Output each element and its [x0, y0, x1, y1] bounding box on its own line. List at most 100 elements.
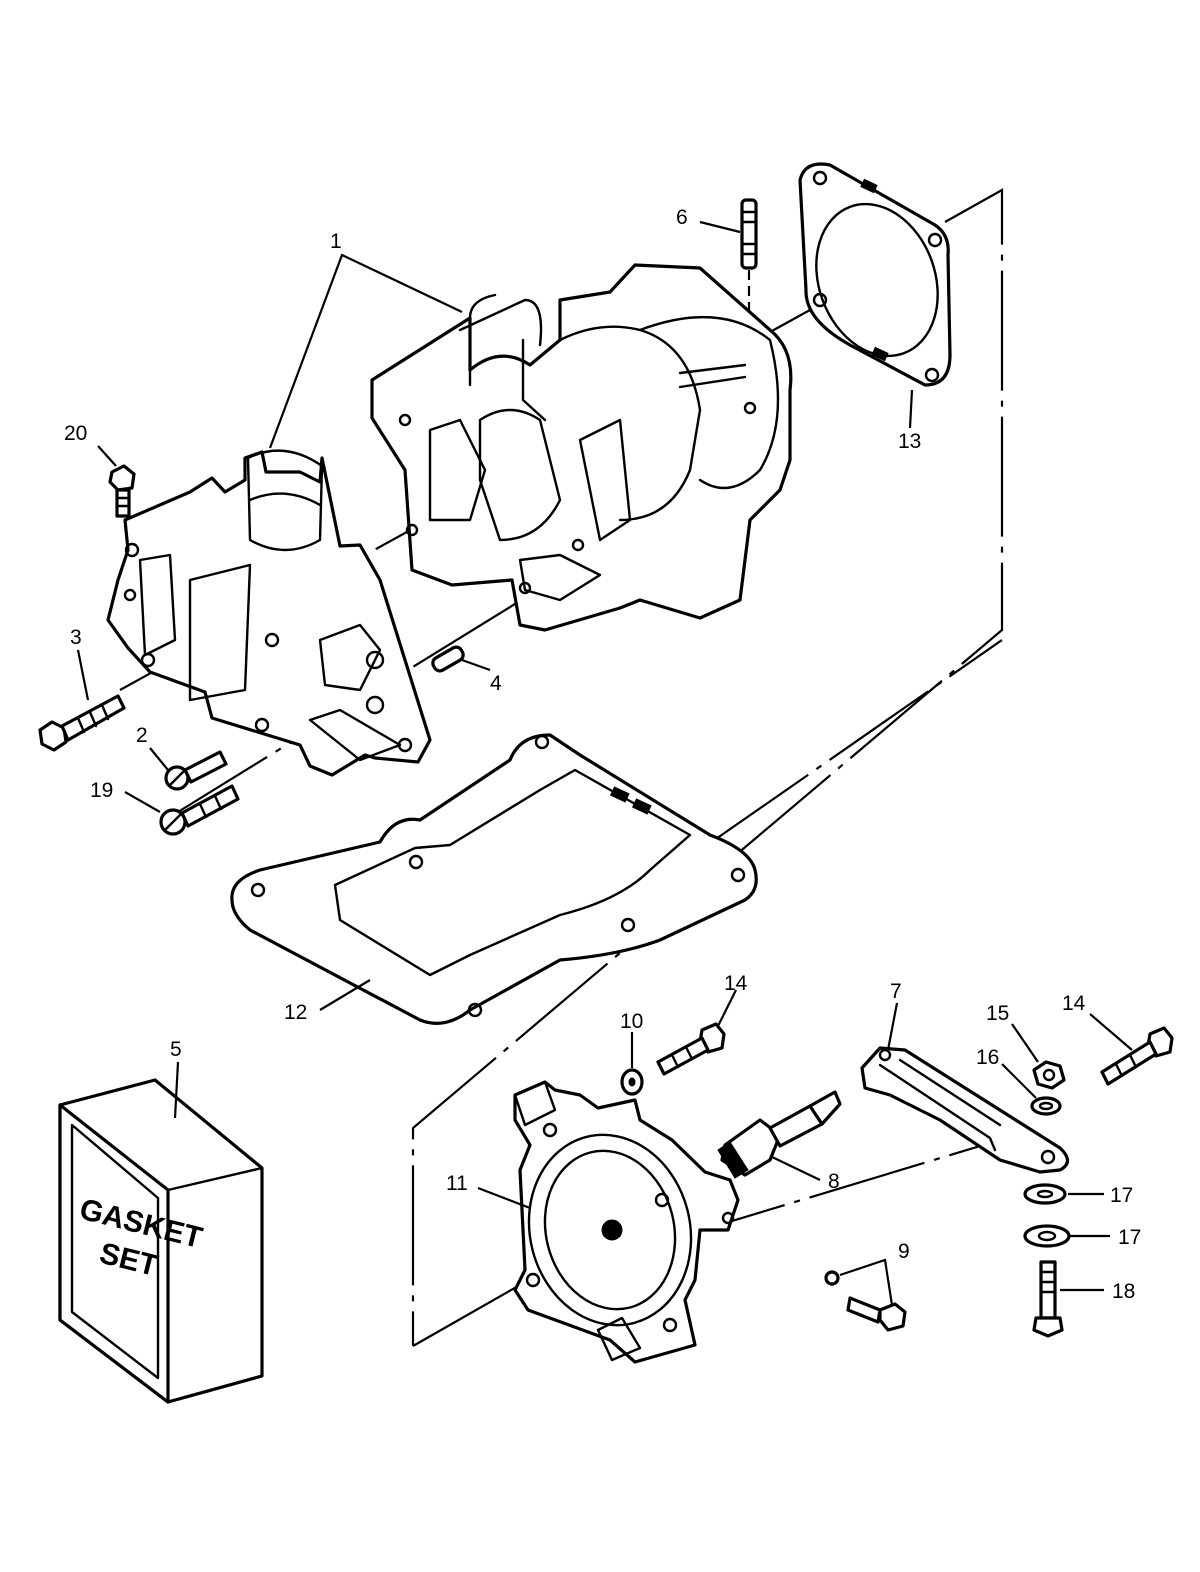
crankcase-hole — [140, 652, 156, 668]
block-bearing-web — [468, 316, 547, 422]
crankcase-hole — [397, 737, 413, 753]
gasket-tab — [871, 346, 889, 362]
base-gasket-opening — [333, 768, 692, 977]
nut-15-bore — [1042, 1068, 1056, 1082]
crankcase-boss — [318, 623, 382, 692]
bracket-hole — [1040, 1149, 1056, 1165]
dowel-pin-part — [431, 645, 465, 673]
screw-2-slot — [168, 769, 186, 787]
block-fin — [678, 375, 747, 389]
leader-3 — [76, 649, 90, 701]
base-gasket-hole — [620, 917, 636, 933]
base-gasket-hole — [534, 734, 550, 750]
bolt-3-part — [38, 694, 126, 752]
base-gasket-outline — [230, 733, 758, 1025]
bolt-18-shank — [1039, 1260, 1057, 1320]
bolt-14-right-thread — [1128, 1053, 1138, 1069]
callout-5: 5 — [170, 1038, 182, 1061]
base-gasket-hole — [467, 1002, 483, 1018]
cover-ear-bottom — [596, 1316, 642, 1362]
crankcase-port-left — [138, 553, 177, 657]
leader-13 — [908, 389, 914, 429]
bolt-3-head — [38, 720, 68, 752]
sender-terminal — [808, 1090, 842, 1126]
callout-11: 11 — [446, 1172, 468, 1195]
bolt-14-right-shank — [1100, 1040, 1158, 1086]
bolt-3-thread — [100, 703, 110, 721]
cover-hole — [542, 1122, 558, 1138]
crankcase-hole — [123, 588, 137, 602]
leader-lines — [76, 220, 1133, 1306]
washer-10-part — [620, 1068, 644, 1096]
screw-19-thread — [213, 794, 223, 811]
leader-14a — [717, 989, 737, 1027]
callout-14a: 14 — [724, 972, 748, 995]
crankcase-hole — [365, 650, 385, 670]
leader-4 — [461, 658, 491, 672]
screw-9-lockwasher — [824, 1270, 840, 1286]
washer-17-upper-bore — [1036, 1189, 1054, 1199]
end-cover-part — [513, 1080, 740, 1364]
callout-20: 20 — [64, 422, 87, 445]
cover-outline — [513, 1080, 740, 1364]
washer-17-upper — [1023, 1183, 1067, 1205]
cylinder-block-part — [370, 263, 793, 632]
bolt-14-left-thread — [670, 1053, 680, 1069]
callout-12: 12 — [284, 1001, 307, 1024]
callout-13: 13 — [898, 430, 921, 453]
gasket-outline — [798, 162, 952, 387]
screw-20-part — [108, 464, 136, 518]
nut-15-part — [1032, 1060, 1066, 1090]
screw-9-part — [824, 1270, 907, 1332]
stud-body — [740, 198, 758, 270]
bolt-14-left-thread — [684, 1045, 694, 1061]
screw-19-part — [159, 784, 240, 836]
bolt-3-thread — [88, 710, 98, 728]
callout-6: 6 — [676, 206, 688, 229]
bracket-part — [860, 1046, 1070, 1174]
crankcase-part — [106, 449, 432, 777]
lockwasher-16-bore — [1038, 1101, 1054, 1111]
leader-5 — [173, 1061, 180, 1119]
callout-3: 3 — [70, 626, 82, 649]
base-gasket-part — [230, 733, 758, 1025]
callout-17a: 17 — [1110, 1184, 1133, 1207]
leader-6 — [699, 220, 741, 234]
block-port — [428, 418, 487, 522]
screw-2-part — [164, 750, 228, 791]
block-hole — [518, 581, 532, 595]
base-gasket-tab — [631, 798, 652, 815]
bracket-hole — [878, 1048, 892, 1062]
leader-15 — [1011, 1023, 1039, 1063]
block-flange — [518, 553, 602, 602]
leader-16 — [1001, 1063, 1037, 1099]
dowel-pin — [431, 645, 465, 673]
temp-sender-part — [717, 1090, 842, 1179]
leader-9 — [839, 1258, 894, 1306]
washer-10-hole — [628, 1077, 636, 1087]
leader-20 — [97, 445, 117, 467]
callout-2: 2 — [136, 724, 148, 747]
gasket-hole — [924, 367, 940, 383]
sender-threads — [717, 1141, 749, 1179]
gasket-hole — [812, 170, 828, 186]
callout-19: 19 — [90, 779, 113, 802]
crankcase-port-center — [188, 563, 252, 702]
callout-7: 7 — [890, 980, 902, 1003]
screw-9-head — [878, 1302, 907, 1332]
gasket-box-top-edge — [58, 1078, 264, 1192]
screw-9-shank — [846, 1296, 882, 1324]
gasket-tab — [860, 178, 878, 194]
screw-20-shank — [115, 488, 131, 518]
cover-hole — [525, 1272, 541, 1288]
phantom-outline-right — [411, 188, 1004, 1346]
crankcase-hole — [254, 717, 270, 733]
washers-17-part — [1023, 1183, 1071, 1248]
callout-18: 18 — [1112, 1280, 1135, 1303]
leader-12 — [319, 979, 371, 1011]
screw-2-shank — [183, 750, 228, 784]
crankcase-saddle-rib — [248, 492, 322, 507]
block-fin — [678, 363, 747, 375]
